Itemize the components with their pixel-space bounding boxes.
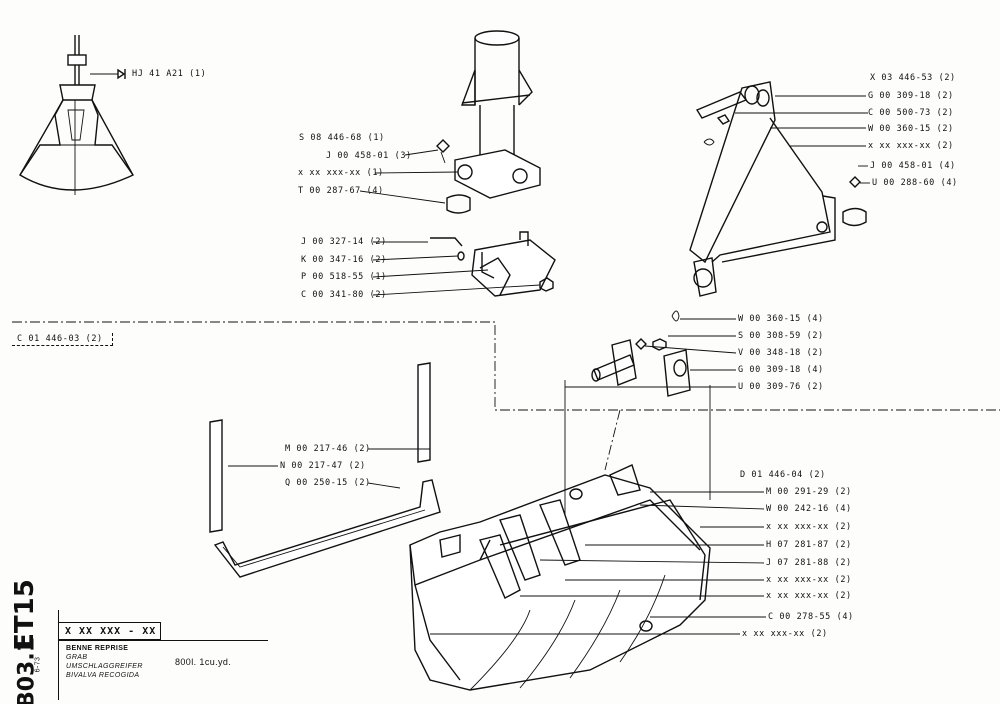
callout-j458-01-a: J 00 458-01 (3) [326,151,412,161]
callout-u288: U 00 288-60 (4) [872,178,958,188]
title-en: GRAB [66,654,88,661]
callout-m291: M 00 291-29 (2) [766,487,852,497]
callout-w360-b: W 00 360-15 (4) [738,314,824,324]
title-de: UMSCHLAGGREIFER [66,663,143,670]
pin-parts [591,310,691,397]
callout-c278: C 00 278-55 (4) [768,612,854,622]
sheet-code-block: ET15 B03.1 [5,540,53,704]
reference-box [12,333,113,346]
callout-xx-a: x xx xxx-xx (1) [298,168,384,178]
bucket-shell-assembly [409,380,711,691]
callout-w242: W 00 242-16 (4) [766,504,852,514]
callout-xx-d: x xx xxx-xx (2) [766,575,852,585]
callout-xx-b: x xx xxx-xx (2) [868,141,954,151]
a-frame-arm-assembly [689,81,867,297]
title-fr: BENNE REPRISE [66,645,129,652]
callout-s08: S 08 446-68 (1) [299,133,385,143]
callout-xx-e: x xx xxx-xx (2) [766,591,852,601]
leader-lines [228,95,870,635]
callout-d01: D 01 446-04 (2) [740,470,826,480]
callout-hj41: HJ 41 A21 (1) [132,69,207,79]
bracket-assembly [430,231,556,297]
callout-j327: J 00 327-14 (2) [301,237,387,247]
reference-line [12,321,1000,411]
callout-x03: X 03 446-53 (2) [870,73,956,83]
reference-line-2 [604,409,621,471]
head-column-assembly [436,30,541,214]
callout-q250: Q 00 250-15 (2) [285,478,371,488]
callout-s308: S 00 308-59 (2) [738,331,824,341]
callout-c500: C 00 500-73 (2) [868,108,954,118]
title-divider [58,640,268,641]
callout-g309-a: G 00 309-18 (2) [868,91,954,101]
callout-n217: N 00 217-47 (2) [280,461,366,471]
callout-t287: T 00 287-67 (4) [298,186,384,196]
title-es: BIVALVA RECOGIDA [66,672,140,679]
callout-k347: K 00 347-16 (2) [301,255,387,265]
callout-p518: P 00 518-55 (1) [301,272,387,282]
sheet-date: 6-73 [34,656,42,673]
callout-j458-01-b: J 00 458-01 (4) [870,161,956,171]
callout-xx-c: x xx xxx-xx (2) [766,522,852,532]
callout-u309: U 00 309-76 (2) [738,382,824,392]
callout-j07: J 07 281-88 (2) [766,558,852,568]
callout-m217: M 00 217-46 (2) [285,444,371,454]
grab-overview-sketch [19,35,134,195]
callout-c01: C 01 446-03 (2) [17,334,103,344]
callout-h07: H 07 281-87 (2) [766,540,852,550]
title-divider-vertical [58,610,59,700]
callout-w360-a: W 00 360-15 (2) [868,124,954,134]
part-code-box: X XX XXX - XX [58,622,161,640]
rod-parts [209,362,441,578]
callout-c341: C 00 341-80 (2) [301,290,387,300]
callout-xx-f: x xx xxx-xx (2) [742,629,828,639]
callout-g309-b: G 00 309-18 (4) [738,365,824,375]
capacity: 800l. 1cu.yd. [175,657,232,667]
callout-v348: V 00 348-18 (2) [738,348,824,358]
